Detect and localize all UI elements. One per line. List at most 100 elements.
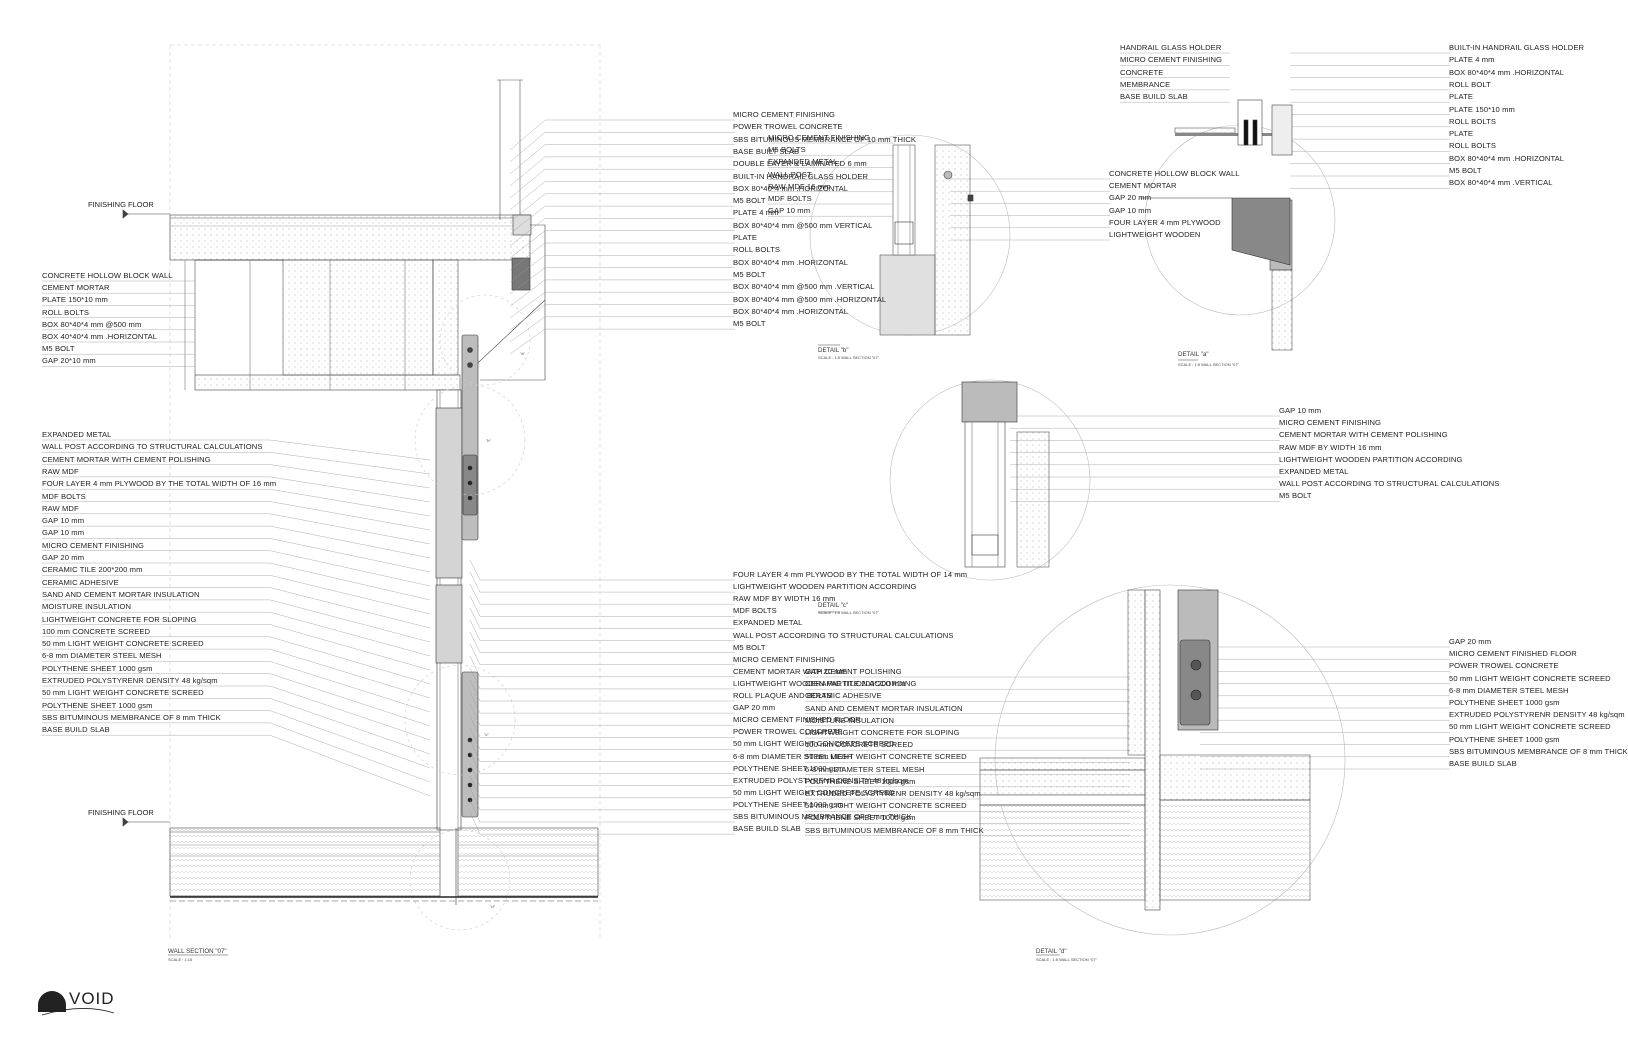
detail-b-left-label-1: M5 BOLTS: [768, 145, 806, 155]
main-right-top-label-leader-tip-0: [509, 119, 546, 151]
main-left-mid-label-15: LIGHTWEIGHT CONCRETE FOR SLOPING: [42, 614, 197, 624]
main-right-top-label-12: BOX 80*40*4 mm .HORIZONTAL: [733, 257, 849, 267]
main-left-mid-label-leader-tip-17: [269, 648, 431, 699]
main-left-mid-label-10: GAP 20 mm: [42, 553, 85, 562]
detail-a-right-label-10: M5 BOLT: [1449, 166, 1482, 175]
main-left-mid-label-leader-tip-12: [269, 587, 431, 629]
main-right-bot-label-leader-tip-14: [469, 727, 481, 750]
main-right-bot-label-21: BASE BUILD SLAB: [733, 824, 801, 834]
brand-name: VOID: [69, 989, 115, 1008]
main-left-mid-label-8: GAP 10 mm: [42, 528, 85, 538]
main-right-bot-label-leader-tip-20: [469, 799, 481, 823]
detail-a-right-label-6: ROLL BOLTS: [1449, 116, 1496, 126]
main-right-bot-label-leader-tip-4: [469, 607, 481, 629]
callout-d: "d": [490, 904, 496, 909]
main-left-mid-label-leader-tip-7: [269, 525, 431, 559]
detail-a-drawing: [1140, 99, 1336, 361]
main-right-bot-label-11: GAP 20 mm: [733, 703, 776, 713]
main-right-bot-label-leader-tip-12: [469, 703, 481, 726]
main-left-mid-label-1: WALL POST ACCORDING TO STRUCTURAL CALCUL…: [42, 442, 263, 452]
callout-a: "a": [520, 351, 526, 356]
detail-b-right-label-4: FOUR LAYER 4 mm PLYWOOD: [1109, 217, 1221, 227]
main-left-mid-label-17: 50 mm LIGHT WEIGHT CONCRETE SCREED: [42, 639, 204, 649]
main-left-top-label-6: M5 BOLT: [42, 344, 75, 354]
detail-d-left-label-1: CERAMIC TILE 200*200 mm: [805, 679, 906, 689]
detail-a-right-label-5: PLATE 150*10 mm: [1449, 104, 1515, 114]
detail-b-right-label-2: GAP 20 mm: [1109, 193, 1152, 203]
detail-b-title: DETAIL "b": [818, 347, 849, 354]
main-left-mid-label-leader-tip-6: [269, 513, 431, 545]
detail-d-left-label-5: LIGHTWEIGHT CONCRETE FOR SLOPING: [805, 728, 960, 737]
main-right-bot-label-19: POLYTHENE SHEET 1000 gsm: [733, 799, 844, 809]
main-right-top-label-6: BOX 80*40*4 mm .HORIZONTAL: [733, 183, 849, 193]
detail-b-left-label-2: EXPANDED METAL: [768, 157, 838, 167]
detail-c-title: DETAIL "c": [818, 602, 849, 609]
detail-a-left-label-4: BASE BUILD SLAB: [1120, 92, 1188, 102]
main-right-top-label-leader-tip-7: [509, 205, 546, 235]
main-wall-section: [122, 44, 601, 956]
main-left-top-label-1: CEMENT MORTAR: [42, 283, 110, 293]
main-left-mid-label-19: POLYTHENE SHEET 1000 gsm: [42, 663, 153, 673]
finishing-floor-top-label: FINISHING FLOOR: [88, 200, 154, 209]
detail-a-title: DETAIL "a": [1178, 351, 1209, 358]
main-right-bot-label-8: CEMENT MORTAR WITH CEMENT POLISHING: [733, 666, 902, 676]
main-left-mid-label-leader-tip-9: [269, 550, 431, 587]
detail-d-left-label-13: SBS BITUMINOUS MEMBRANCE OF 8 mm THICK: [805, 825, 984, 835]
main-right-top-label-13: M5 BOLT: [733, 269, 766, 279]
main-right-top-label-leader-tip-12: [509, 267, 546, 295]
detail-c-right-label-3: RAW MDF BY WIDTH 16 mm: [1279, 442, 1382, 452]
detail-a-right-label-1: PLATE 4 mm: [1449, 55, 1495, 65]
main-right-bot-label-leader-tip-8: [469, 655, 481, 677]
detail-c-right-label-4: LIGHTWEIGHT WOODEN PARTITION ACCORDING: [1279, 454, 1463, 464]
main-left-mid-label-leader-tip-0: [269, 439, 431, 461]
detail-d-left-label-0: GAP 20 mm: [805, 667, 848, 676]
detail-d-right-label-3: 50 mm LIGHT WEIGHT CONCRETE SCREED: [1449, 673, 1611, 683]
main-right-bot-label-leader-tip-21: [469, 811, 481, 835]
main-right-bot-label-5: WALL POST ACCORDING TO STRUCTURAL CALCUL…: [733, 630, 954, 640]
main-right-top-label-leader-tip-13: [509, 279, 546, 307]
main-right-bot-label-leader-tip-13: [469, 715, 481, 738]
detail-c-right-label-0: GAP 10 mm: [1279, 406, 1322, 415]
main-left-mid-label-leader-tip-16: [269, 636, 431, 685]
detail-c-right-label-6: WALL POST ACCORDING TO STRUCTURAL CALCUL…: [1279, 479, 1500, 489]
main-right-top-label-7: M5 BOLT: [733, 196, 766, 206]
main-left-mid-label-leader-tip-14: [269, 612, 431, 657]
main-left-mid-label-21: 50 mm LIGHT WEIGHT CONCRETE SCREED: [42, 688, 204, 698]
main-right-top-label-leader-tip-5: [509, 181, 546, 211]
main-right-top-label-leader-tip-8: [509, 218, 546, 247]
main-right-bot-label-13: POWER TROWEL CONCRETE: [733, 727, 843, 737]
main-left-mid-label-leader-tip-10: [269, 562, 431, 601]
main-right-bot-label-20: SBS BITUMINOUS MEMBRANCE OF 8 mm THICK: [733, 812, 912, 821]
main-right-bot-label-leader-tip-10: [469, 679, 481, 702]
detail-d-title: DETAIL "d": [1036, 948, 1067, 955]
main-left-mid-label-14: MOISTURE INSULATION: [42, 602, 132, 612]
main-right-top-label-9: BOX 80*40*4 mm @500 mm VERTICAL: [733, 220, 873, 230]
main-right-top-label-4: DOUBLE LAYER & LAMINATED 6 mm: [733, 159, 867, 169]
detail-d-left-label-11: 50 mm LIGHT WEIGHT CONCRETE SCREED: [805, 801, 967, 811]
main-left-top-label-3: ROLL BOLTS: [42, 307, 89, 317]
main-right-bot-label-17: EXTRUDED POLYSTYRENR DENSITY 48 kg/sqm: [733, 775, 909, 785]
main-left-mid-label-6: RAW MDF: [42, 503, 79, 513]
main-left-mid-label-leader-tip-5: [269, 501, 431, 531]
main-right-bot-label-leader-tip-19: [469, 787, 481, 810]
main-left-mid-label-13: SAND AND CEMENT MORTAR INSULATION: [42, 589, 200, 599]
detail-b-right-label-1: CEMENT MORTAR: [1109, 181, 1177, 191]
detail-a-right-label-0: BUILT-IN HANDRAIL GLASS HOLDER: [1449, 43, 1585, 52]
main-left-mid-label-5: MDF BOLTS: [42, 491, 86, 501]
detail-b-left-label-4: RAW MDF 16 mm: [768, 181, 831, 191]
detail-d-left-label-4: MOISTURE INSULATION: [805, 715, 895, 725]
main-left-mid-label-leader-tip-20: [269, 685, 431, 741]
detail-b-right-label-0: CONCRETE HOLLOW BLOCK WALL: [1109, 169, 1240, 178]
main-left-mid-label-leader-tip-2: [269, 464, 431, 489]
main-right-top-label-10: PLATE: [733, 233, 757, 242]
detail-d-left-label-2: CERAMIC ADHESIVE: [805, 691, 882, 701]
detail-a-sub: SCALE : 1:5 WALL SECTION "07": [1178, 362, 1240, 367]
main-right-top-label-11: ROLL BOLTS: [733, 245, 780, 255]
detail-a-right-label-7: PLATE: [1449, 129, 1473, 139]
main-right-bot-label-15: 6-8 mm DIAMETER STEEL MESH: [733, 751, 853, 761]
main-left-mid-label-3: RAW MDF: [42, 466, 79, 476]
main-right-bot-label-leader-tip-9: [469, 667, 481, 689]
main-left-mid-label-11: CERAMIC TILE 200*200 mm: [42, 565, 143, 575]
main-left-mid-label-23: SBS BITUMINOUS MEMBRANCE OF 8 mm THICK: [42, 712, 221, 722]
detail-c-right-label-2: CEMENT MORTAR WITH CEMENT POLISHING: [1279, 430, 1448, 440]
